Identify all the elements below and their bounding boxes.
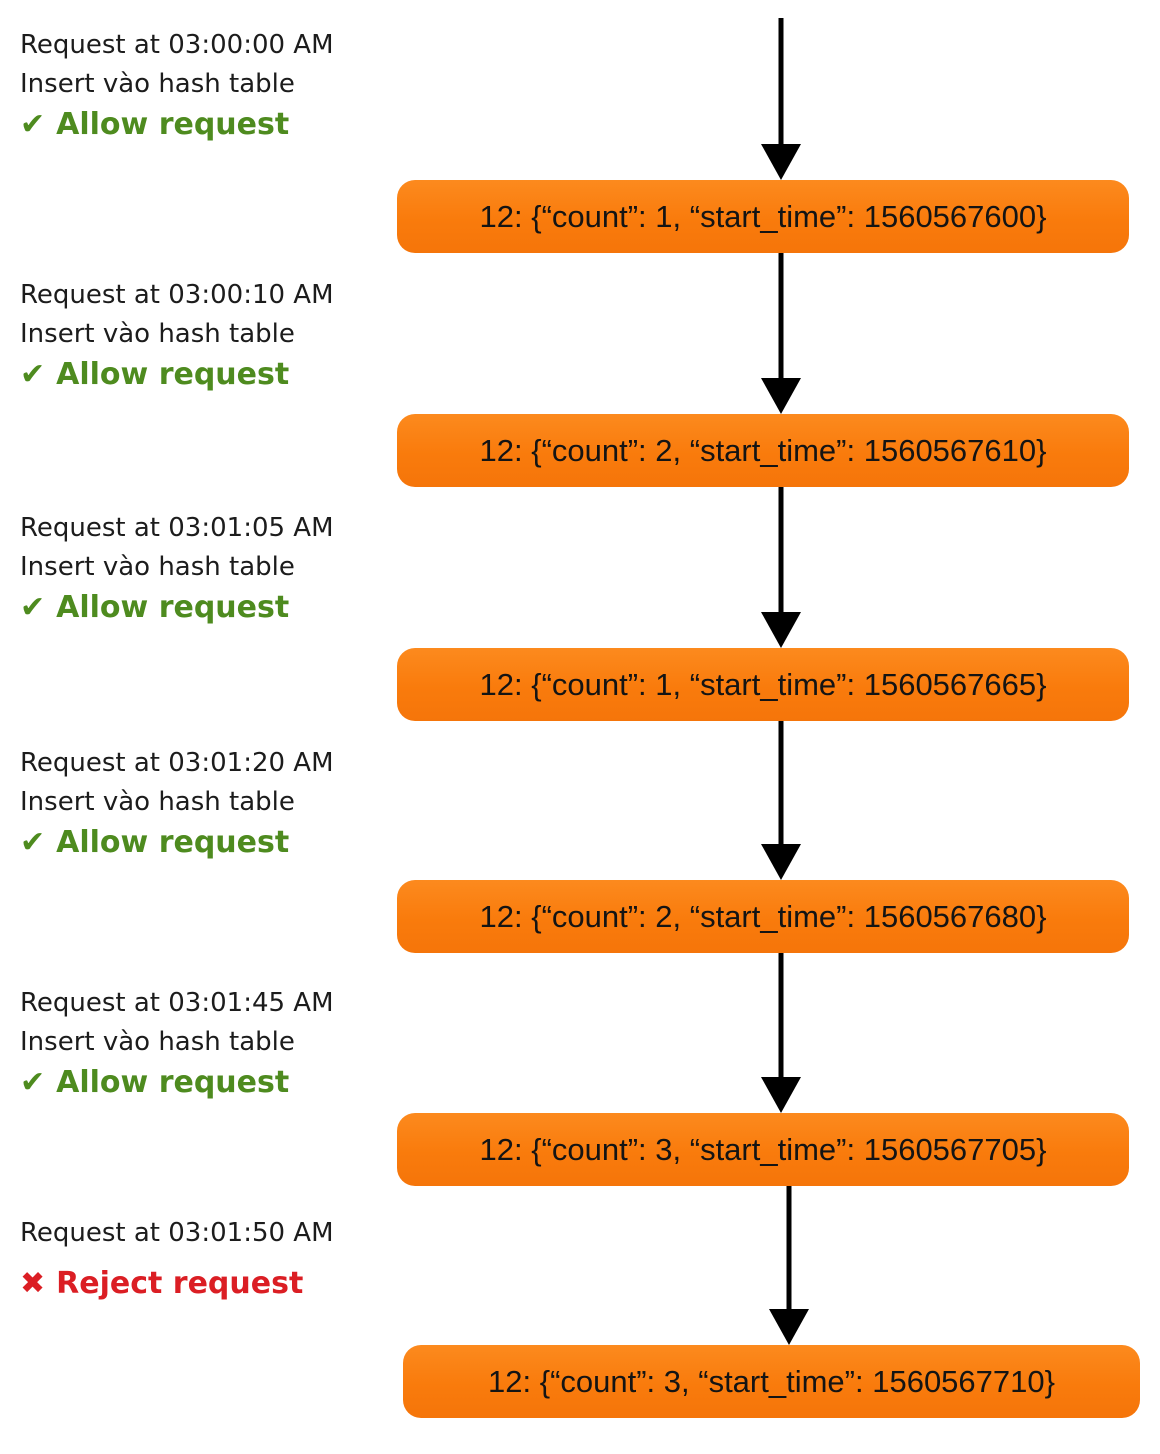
decision-label: Reject request [56, 1266, 304, 1301]
request-time-label: Request at 03:01:20 AM [20, 748, 334, 778]
request-time-label: Request at 03:01:05 AM [20, 513, 334, 543]
insert-hash-label: Insert vào hash table [20, 69, 295, 99]
check-icon: ✔ [20, 107, 46, 142]
allow-decision: ✔ Allow request [20, 590, 334, 626]
request-time-label: Request at 03:00:10 AM [20, 280, 334, 310]
flow-arrow-1 [761, 18, 801, 180]
flow-arrow-4 [761, 721, 801, 880]
check-icon: ✔ [20, 825, 46, 860]
decision-label: Allow request [56, 1065, 290, 1100]
arrow-shaft [778, 487, 784, 620]
arrow-head-icon [761, 144, 801, 180]
step-note-2: Request at 03:00:10 AM Insert vào hash t… [20, 276, 334, 393]
arrow-head-icon [761, 1077, 801, 1113]
arrow-shaft [778, 18, 784, 152]
decision-label: Allow request [56, 825, 290, 860]
arrow-shaft [778, 721, 784, 852]
hash-table-node-2: 12: {“count”: 2, “start_time”: 156056761… [397, 414, 1129, 487]
flow-arrow-5 [761, 953, 801, 1113]
hash-table-node-6: 12: {“count”: 3, “start_time”: 156056771… [403, 1345, 1140, 1418]
hash-table-node-3: 12: {“count”: 1, “start_time”: 156056766… [397, 648, 1129, 721]
flow-arrow-3 [761, 487, 801, 648]
cross-icon: ✖ [20, 1266, 46, 1301]
flow-arrow-2 [761, 253, 801, 414]
insert-hash-label: Insert vào hash table [20, 319, 295, 349]
allow-decision: ✔ Allow request [20, 107, 334, 143]
check-icon: ✔ [20, 1065, 46, 1100]
insert-hash-label: Insert vào hash table [20, 787, 295, 817]
hash-table-node-1: 12: {“count”: 1, “start_time”: 156056760… [397, 180, 1129, 253]
decision-label: Allow request [56, 107, 290, 142]
step-note-1: Request at 03:00:00 AM Insert vào hash t… [20, 26, 334, 143]
hash-entry-text: 12: {“count”: 1, “start_time”: 156056760… [479, 198, 1047, 234]
arrow-shaft [778, 953, 784, 1085]
check-icon: ✔ [20, 590, 46, 625]
step-note-4: Request at 03:01:20 AM Insert vào hash t… [20, 744, 334, 861]
step-note-6: Request at 03:01:50 AM ✖ Reject request [20, 1214, 334, 1302]
request-time-label: Request at 03:00:00 AM [20, 30, 334, 60]
hash-table-node-5: 12: {“count”: 3, “start_time”: 156056770… [397, 1113, 1129, 1186]
hash-entry-text: 12: {“count”: 3, “start_time”: 156056771… [488, 1363, 1055, 1399]
hash-entry-text: 12: {“count”: 2, “start_time”: 156056761… [479, 432, 1047, 468]
arrow-shaft [778, 253, 784, 386]
decision-label: Allow request [56, 357, 290, 392]
decision-label: Allow request [56, 590, 290, 625]
hash-table-node-4: 12: {“count”: 2, “start_time”: 156056768… [397, 880, 1129, 953]
flow-arrow-6 [769, 1186, 809, 1345]
allow-decision: ✔ Allow request [20, 1065, 334, 1101]
insert-hash-label: Insert vào hash table [20, 1027, 295, 1057]
arrow-head-icon [761, 844, 801, 880]
hash-entry-text: 12: {“count”: 2, “start_time”: 156056768… [479, 898, 1047, 934]
request-time-label: Request at 03:01:45 AM [20, 988, 334, 1018]
step-note-3: Request at 03:01:05 AM Insert vào hash t… [20, 509, 334, 626]
reject-decision: ✖ Reject request [20, 1266, 334, 1302]
insert-hash-label: Insert vào hash table [20, 552, 295, 582]
arrow-head-icon [769, 1309, 809, 1345]
check-icon: ✔ [20, 357, 46, 392]
allow-decision: ✔ Allow request [20, 357, 334, 393]
arrow-head-icon [761, 378, 801, 414]
step-note-5: Request at 03:01:45 AM Insert vào hash t… [20, 984, 334, 1101]
arrow-head-icon [761, 612, 801, 648]
allow-decision: ✔ Allow request [20, 825, 334, 861]
arrow-shaft [786, 1186, 792, 1317]
hash-entry-text: 12: {“count”: 3, “start_time”: 156056770… [479, 1131, 1047, 1167]
request-time-label: Request at 03:01:50 AM [20, 1218, 334, 1248]
hash-entry-text: 12: {“count”: 1, “start_time”: 156056766… [479, 666, 1047, 702]
